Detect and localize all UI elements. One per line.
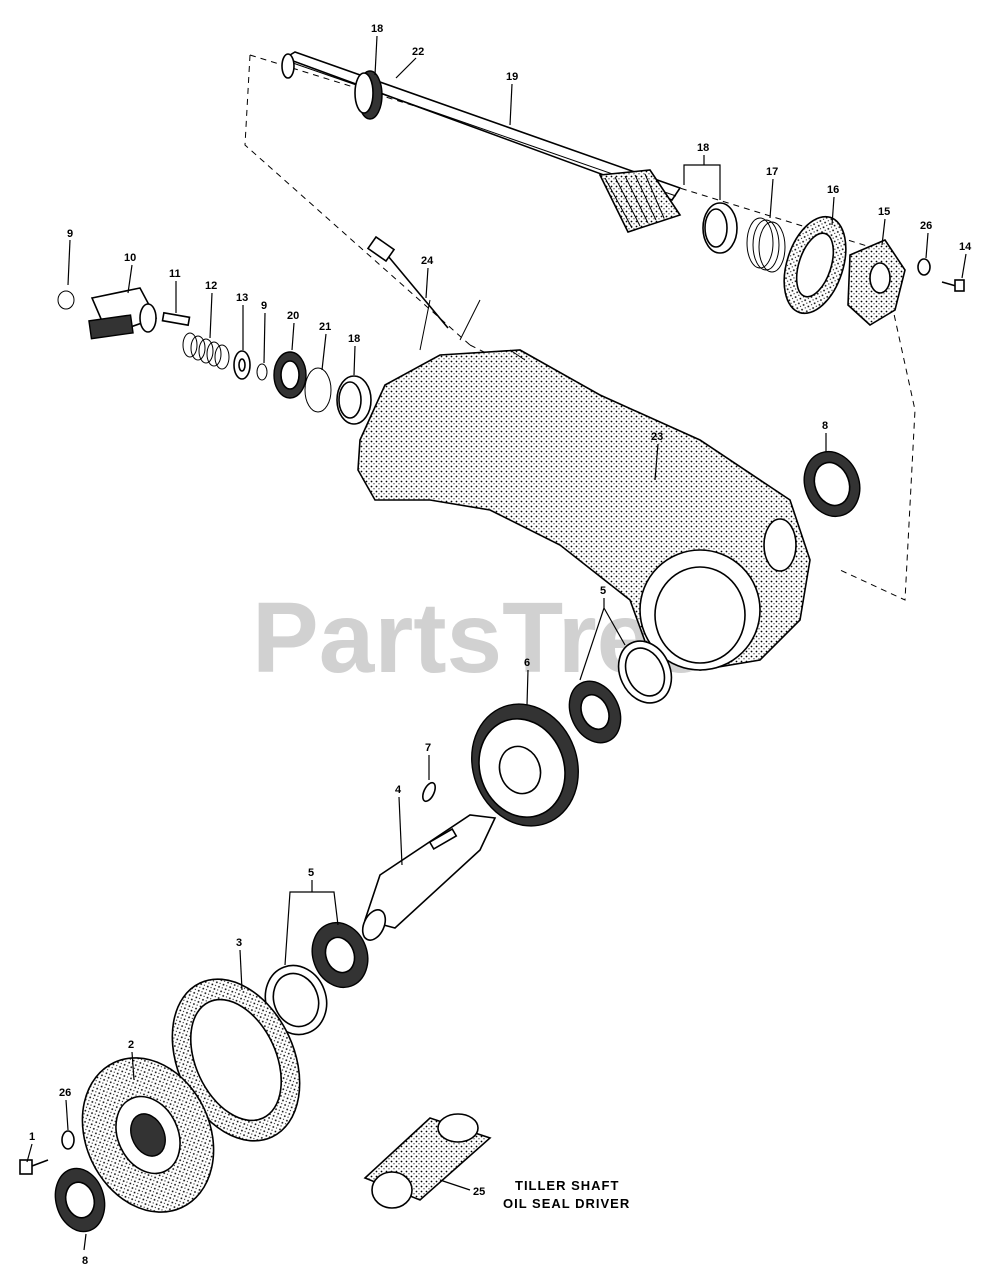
callout-23: 23 bbox=[651, 431, 663, 443]
callout-labels: 18 22 19 18 17 16 15 26 14 9 10 11 12 13… bbox=[29, 23, 972, 1267]
spring-12 bbox=[182, 332, 230, 370]
callout-20: 20 bbox=[287, 310, 299, 322]
seal-8-bottom bbox=[54, 1167, 106, 1233]
callout-4: 4 bbox=[395, 784, 402, 796]
callout-9-left: 9 bbox=[67, 228, 73, 240]
dog-10 bbox=[88, 287, 158, 340]
callout-5-top: 5 bbox=[600, 585, 606, 597]
callout-12: 12 bbox=[205, 280, 217, 292]
bearing-cone-5-top bbox=[568, 680, 622, 744]
key-7 bbox=[422, 781, 436, 803]
callout-17: 17 bbox=[766, 166, 778, 178]
bearing-cup-5-bottom bbox=[264, 964, 328, 1036]
callout-18-top: 18 bbox=[371, 23, 383, 35]
shaft-19 bbox=[281, 51, 682, 201]
snap-ring-21 bbox=[304, 367, 332, 413]
callout-5-bottom: 5 bbox=[308, 867, 314, 879]
key-11 bbox=[161, 311, 191, 327]
gear-6 bbox=[471, 703, 579, 827]
callout-10: 10 bbox=[124, 252, 136, 264]
callout-8-top: 8 bbox=[822, 420, 828, 432]
callout-24: 24 bbox=[421, 255, 434, 267]
callout-22: 22 bbox=[412, 46, 424, 58]
callout-11: 11 bbox=[169, 268, 181, 280]
snap-ring-9-mid bbox=[256, 363, 268, 381]
caption-line-1: TILLER SHAFT bbox=[515, 1178, 619, 1193]
bearing-cup-18-mid bbox=[336, 375, 372, 425]
callout-3: 3 bbox=[236, 937, 242, 949]
callout-8-bottom: 8 bbox=[82, 1255, 88, 1267]
callout-2: 2 bbox=[128, 1039, 134, 1051]
gear-22 bbox=[354, 70, 383, 120]
worm-thread bbox=[598, 169, 682, 233]
callout-16: 16 bbox=[827, 184, 839, 196]
callout-18-mid: 18 bbox=[348, 333, 360, 345]
cover-2 bbox=[81, 1057, 215, 1213]
snap-ring-9-left bbox=[57, 290, 75, 310]
seal-driver-25 bbox=[363, 1113, 492, 1209]
washer-13 bbox=[233, 350, 251, 380]
callout-1: 1 bbox=[29, 1131, 35, 1143]
gasket-16 bbox=[783, 215, 847, 315]
spring-17 bbox=[746, 217, 786, 273]
washer-26-top bbox=[917, 258, 931, 276]
tiller-shaft-4 bbox=[361, 814, 497, 941]
bearing-8-top bbox=[803, 450, 861, 518]
gasket-3 bbox=[171, 978, 301, 1142]
bearing-20 bbox=[273, 351, 307, 399]
bearing-cone-5-bottom bbox=[311, 921, 369, 989]
callout-18-pair: 18 bbox=[697, 142, 709, 154]
callout-15: 15 bbox=[878, 206, 890, 218]
callout-9-mid: 9 bbox=[261, 300, 267, 312]
callout-26-top: 26 bbox=[920, 220, 932, 232]
cover-15 bbox=[847, 239, 906, 326]
callout-21: 21 bbox=[319, 321, 331, 333]
dipstick-24 bbox=[366, 235, 449, 329]
callout-25: 25 bbox=[473, 1186, 485, 1198]
caption-line-2: OIL SEAL DRIVER bbox=[503, 1196, 630, 1211]
callout-14: 14 bbox=[959, 241, 972, 253]
callout-13: 13 bbox=[236, 292, 248, 304]
washer-26-bottom bbox=[61, 1130, 75, 1150]
bearing-cup-5-top bbox=[617, 640, 673, 704]
callout-6: 6 bbox=[524, 657, 530, 669]
leader-lines bbox=[26, 35, 967, 1251]
screw-1 bbox=[19, 1159, 49, 1175]
screw-14 bbox=[941, 279, 965, 292]
callout-19: 19 bbox=[506, 71, 518, 83]
callout-7: 7 bbox=[425, 742, 431, 754]
housing-23 bbox=[357, 299, 811, 671]
bearing-cup-18-top bbox=[702, 202, 738, 254]
callout-26-bottom: 26 bbox=[59, 1087, 71, 1099]
